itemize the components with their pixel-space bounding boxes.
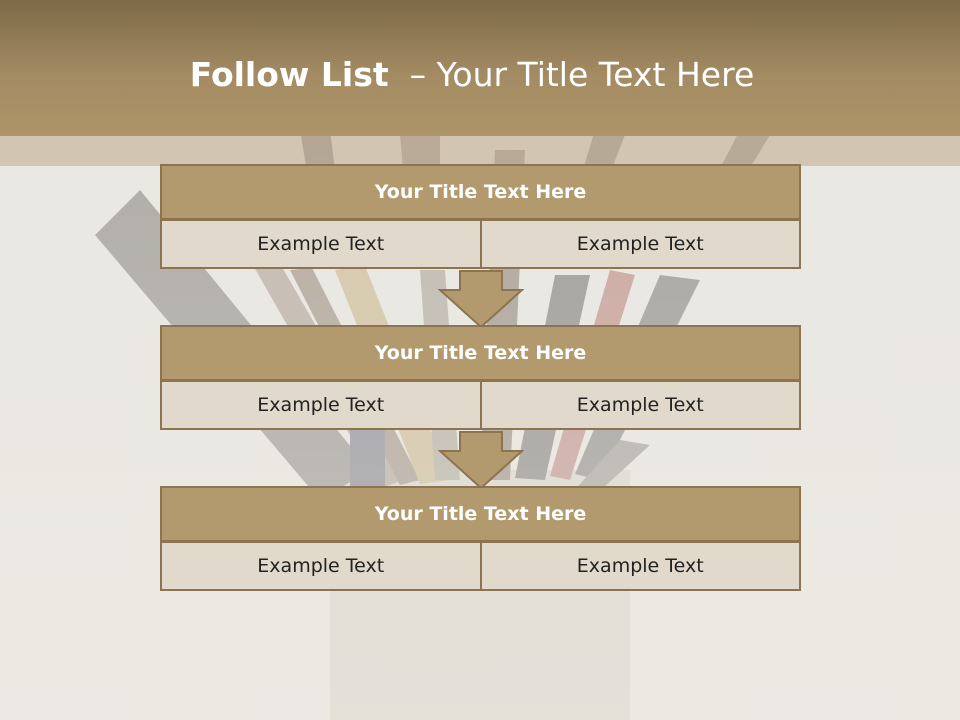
flow-cell-left: Example Text: [160, 541, 482, 591]
flow-block-title: Your Title Text Here: [160, 164, 801, 220]
down-arrow-icon: [438, 431, 524, 489]
flow-block-2: Your Title Text Here Example Text Exampl…: [160, 325, 801, 430]
flow-block-cells: Example Text Example Text: [160, 219, 801, 269]
flow-block-3: Your Title Text Here Example Text Exampl…: [160, 486, 801, 591]
slide-title: Follow List – Your Title Text Here: [0, 52, 944, 98]
flow-block-title: Your Title Text Here: [160, 486, 801, 542]
flow-block-cells: Example Text Example Text: [160, 541, 801, 591]
title-bar-band: [0, 136, 960, 166]
flow-cell-left: Example Text: [160, 219, 482, 269]
flow-block-title: Your Title Text Here: [160, 325, 801, 381]
flow-cell-right: Example Text: [479, 219, 801, 269]
slide-title-bold: Follow List: [189, 55, 389, 94]
title-bar: [0, 0, 960, 136]
down-arrow-icon: [438, 270, 524, 328]
flow-cell-right: Example Text: [479, 380, 801, 430]
flow-cell-left: Example Text: [160, 380, 482, 430]
flow-block-1: Your Title Text Here Example Text Exampl…: [160, 164, 801, 269]
flow-cell-right: Example Text: [479, 541, 801, 591]
slide-title-rest: – Your Title Text Here: [388, 55, 755, 94]
flow-block-cells: Example Text Example Text: [160, 380, 801, 430]
